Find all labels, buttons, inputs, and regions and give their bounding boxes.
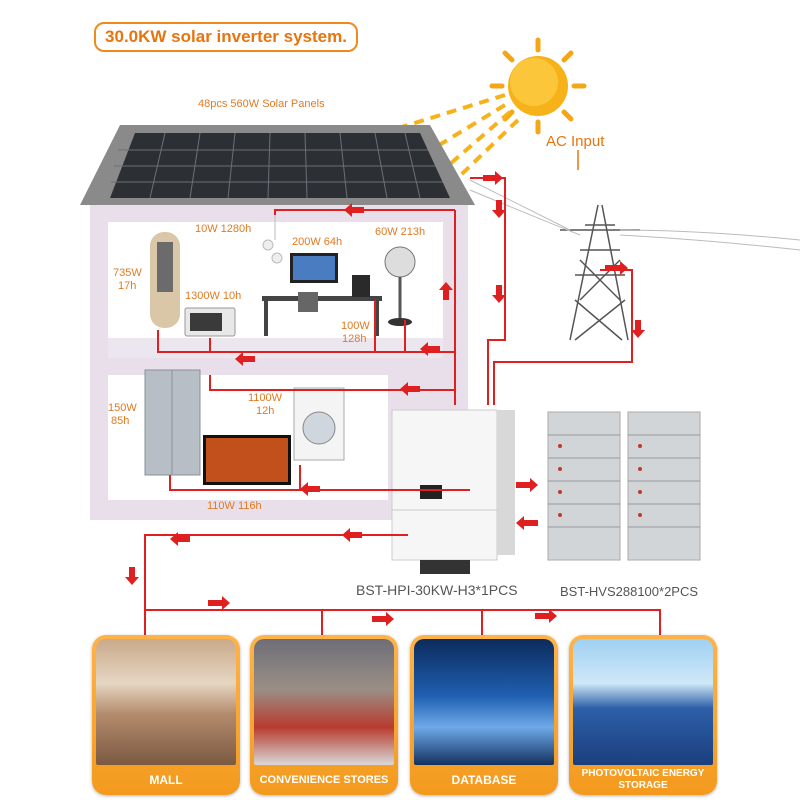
fridge-hours-label: 85h bbox=[111, 415, 130, 427]
page-title: 30.0KW solar inverter system. bbox=[94, 22, 358, 52]
application-label: DATABASE bbox=[451, 773, 517, 787]
ac-input-label: AC Input bbox=[546, 133, 605, 150]
solar-panels-label: 48pcs 560W Solar Panels bbox=[198, 98, 325, 110]
air-conditioner-hours-label: 17h bbox=[118, 280, 137, 292]
speaker-power-label: 100W bbox=[341, 320, 370, 332]
desk bbox=[262, 296, 382, 301]
application-card-photovoltaic-energy-storage: PHOTOVOLTAIC ENERGY STORAGE bbox=[569, 635, 717, 795]
application-card-mall: MALL bbox=[92, 635, 240, 795]
application-label: MALL bbox=[149, 773, 183, 787]
solar-farm-image bbox=[573, 639, 713, 765]
lamp-load-label: 10W 1280h bbox=[195, 223, 252, 235]
application-card-convenience-stores: CONVENIENCE STORES bbox=[250, 635, 398, 795]
washer-hours-label: 12h bbox=[256, 405, 275, 417]
application-card-database: DATABASE bbox=[410, 635, 558, 795]
flow-arrows bbox=[125, 171, 645, 626]
lamp-icon bbox=[262, 213, 283, 264]
inverter-icon bbox=[391, 409, 515, 574]
speaker-icon bbox=[352, 275, 370, 297]
fridge-power-label: 150W bbox=[108, 402, 137, 414]
mall-image bbox=[96, 639, 236, 765]
microwave-load-label: 1300W 10h bbox=[185, 290, 242, 302]
application-label: CONVENIENCE STORES bbox=[259, 774, 389, 786]
convenience-store-image bbox=[254, 639, 394, 765]
washer-power-label: 1100W bbox=[248, 392, 283, 404]
application-label: PHOTOVOLTAIC ENERGY STORAGE bbox=[581, 768, 705, 791]
computer-load-label: 200W 64h bbox=[292, 236, 343, 248]
power-tower-icon bbox=[560, 204, 640, 341]
inverter-model-label: BST-HPI-30KW-H3*1PCS bbox=[356, 582, 518, 598]
air-conditioner-power-label: 735W bbox=[113, 267, 142, 279]
battery-icon bbox=[547, 411, 701, 561]
fan-load-label: 60W 213h bbox=[375, 226, 426, 238]
speaker-hours-label: 128h bbox=[342, 333, 367, 345]
chair-icon bbox=[298, 292, 318, 312]
wiring bbox=[144, 177, 661, 635]
battery-model-label: BST-HVS288100*2PCS bbox=[560, 584, 699, 599]
data-center-image bbox=[414, 639, 554, 765]
tv-load-label: 110W 116h bbox=[207, 500, 262, 512]
